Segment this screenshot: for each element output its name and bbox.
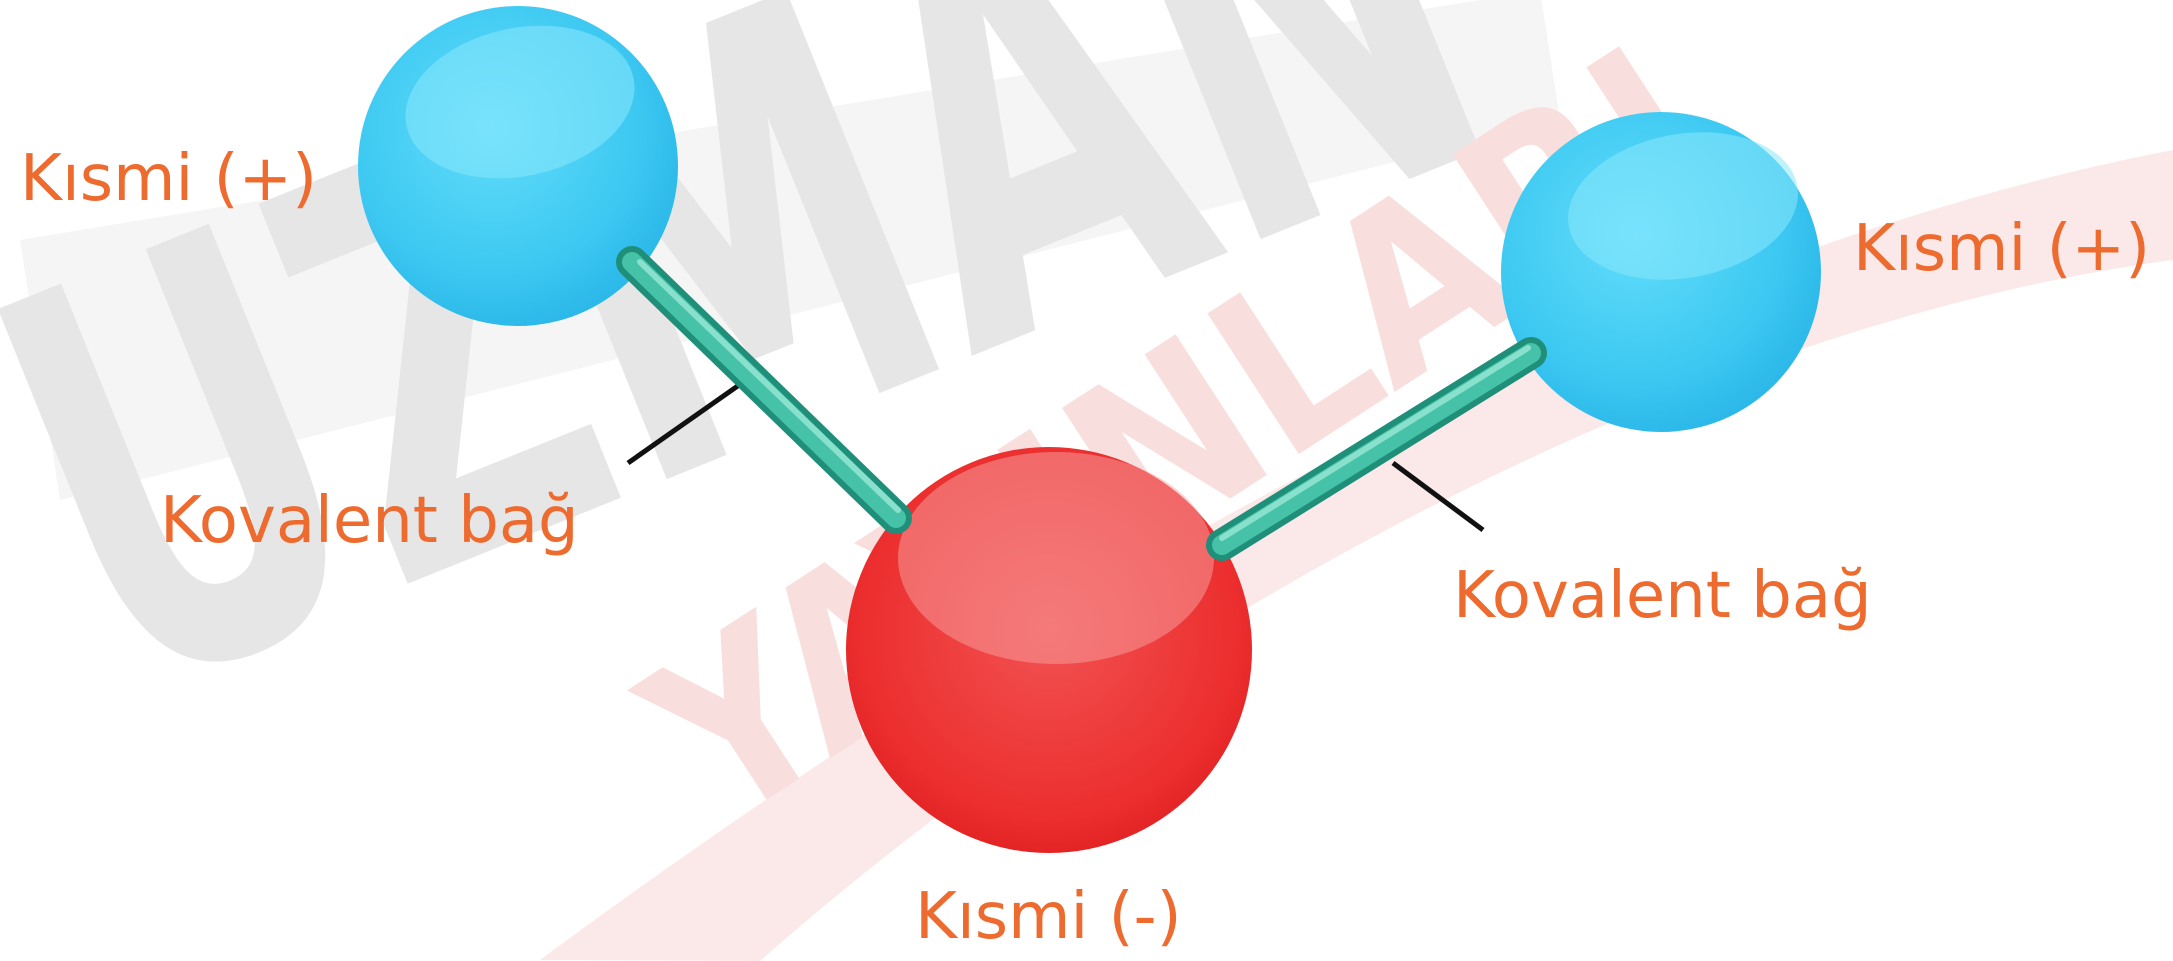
label-bond-right: Kovalent bağ [1453, 559, 1872, 633]
oxygen-highlight [898, 452, 1214, 664]
watermark-gray-band [20, 0, 1560, 500]
hydrogen-atom-right [1501, 112, 1821, 432]
label-hydrogen-right: Kısmi (+) [1853, 212, 2150, 286]
oxygen-atom [846, 447, 1252, 853]
hydrogen-right-highlight [1568, 132, 1798, 280]
bond-right [1206, 337, 1547, 561]
label-bond-left: Kovalent bağ [160, 484, 579, 558]
bond-right-leader [1391, 460, 1485, 533]
bond-left [616, 246, 912, 534]
bond-left-leader [626, 380, 744, 466]
hydrogen-atom-left [358, 6, 678, 326]
label-hydrogen-left: Kısmi (+) [20, 142, 317, 216]
hydrogen-left-highlight [405, 25, 635, 179]
label-oxygen: Kısmi (-) [915, 880, 1182, 954]
